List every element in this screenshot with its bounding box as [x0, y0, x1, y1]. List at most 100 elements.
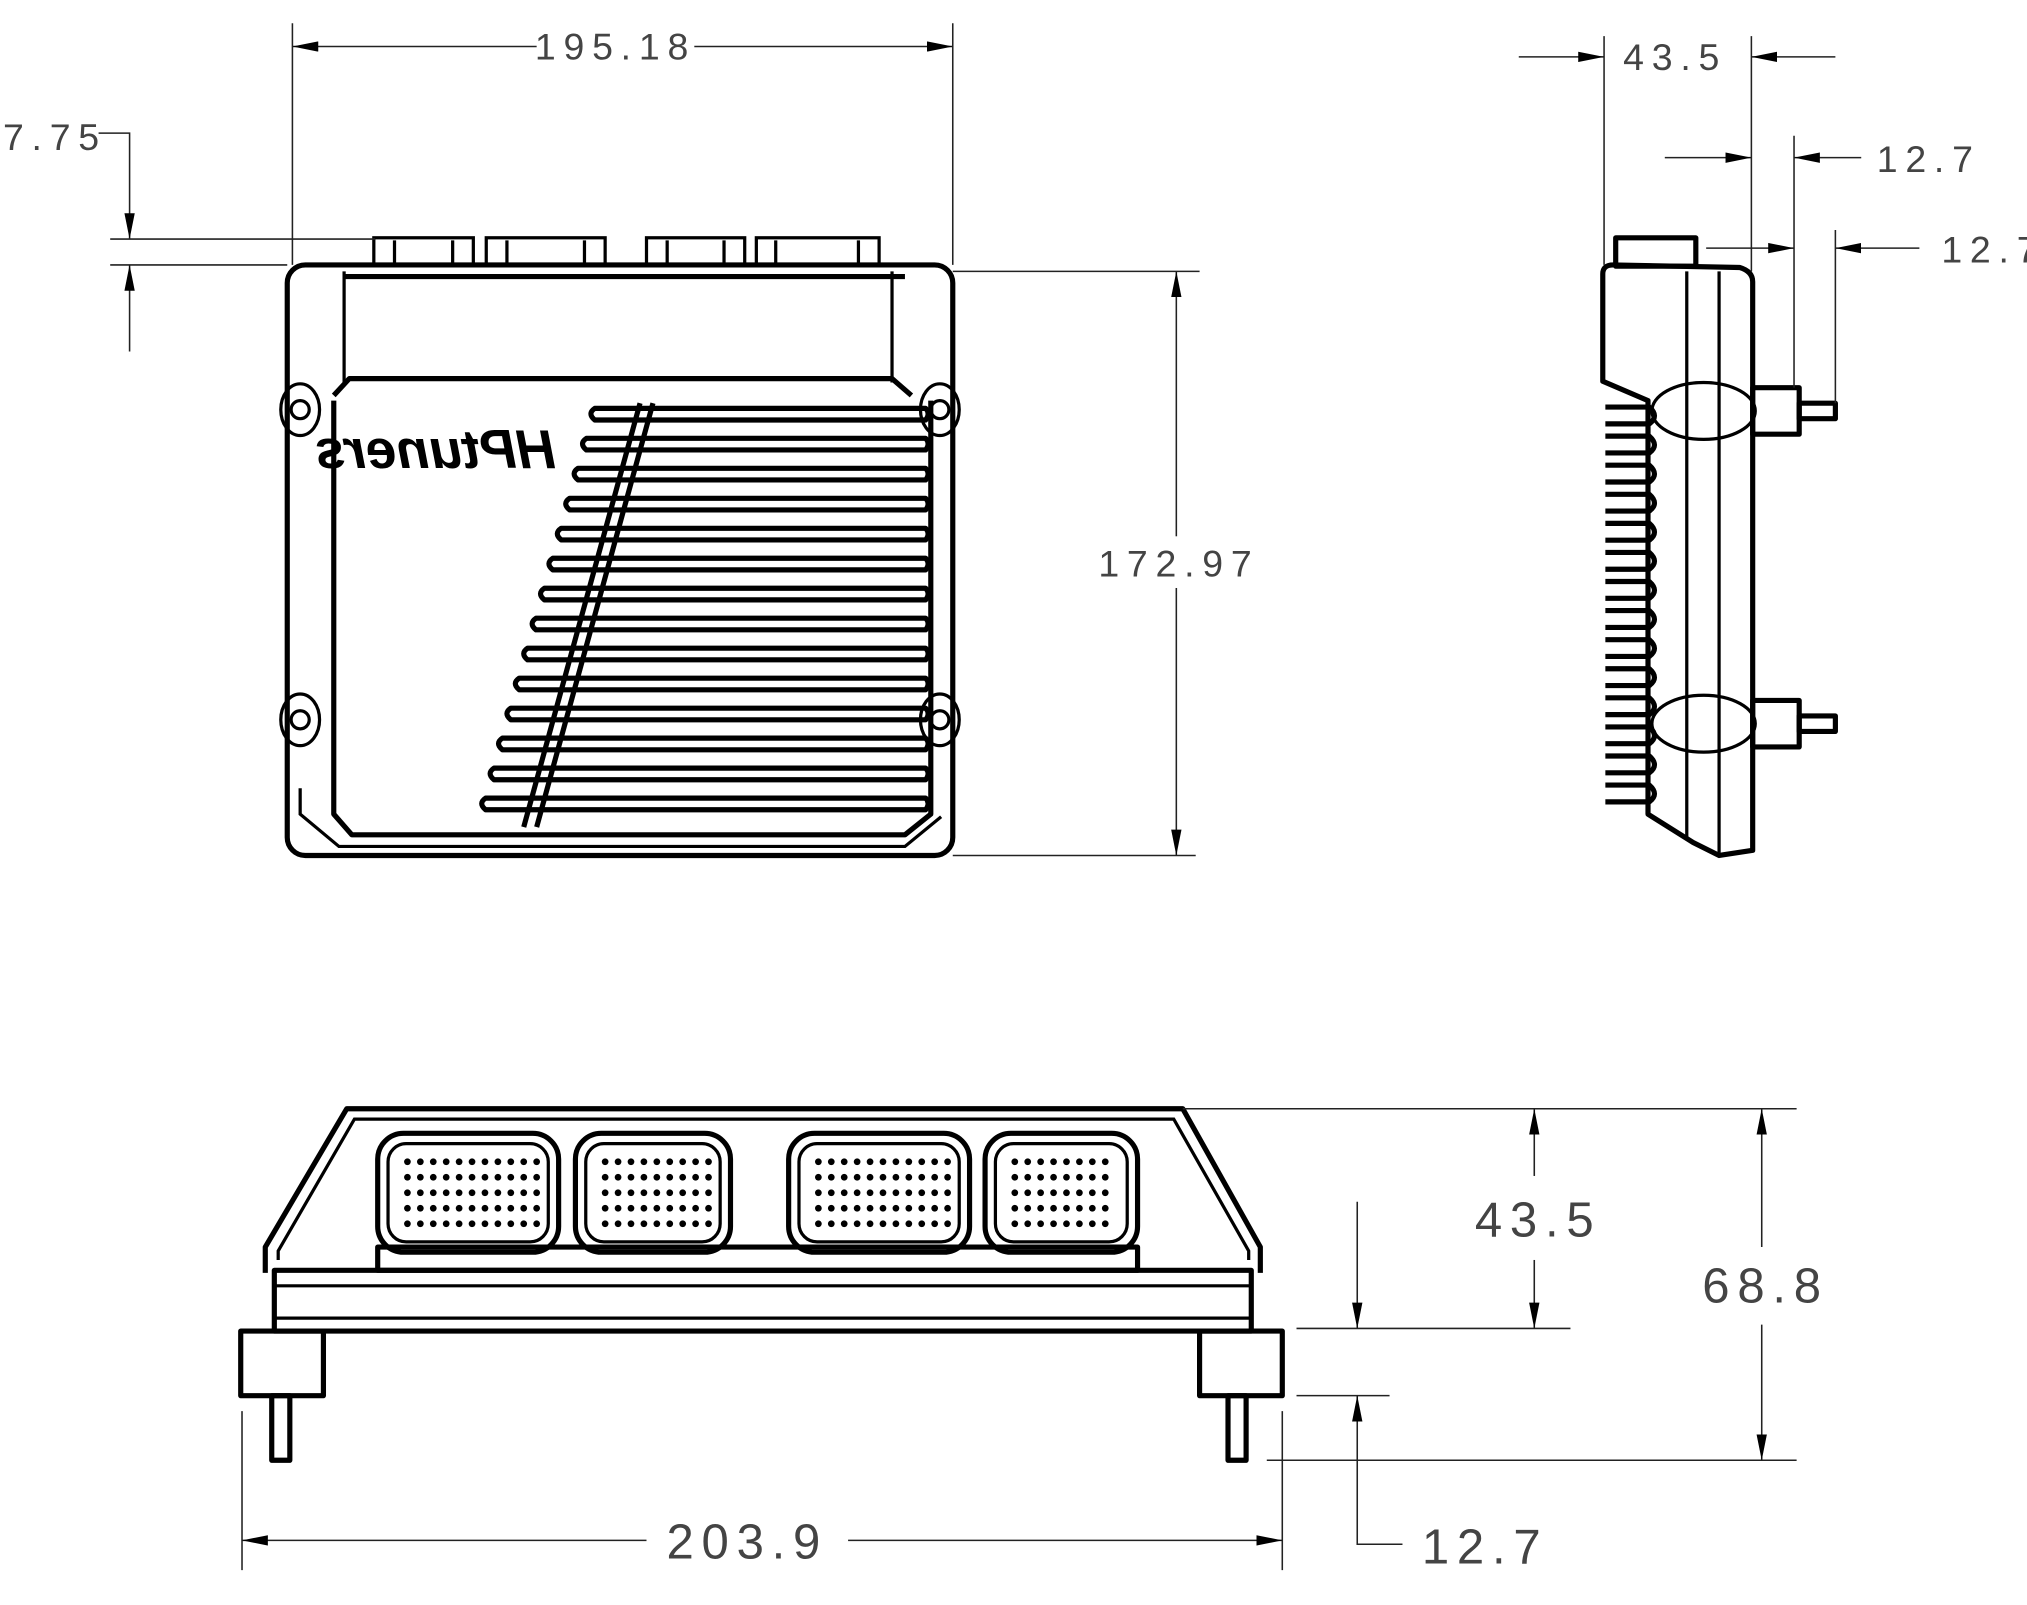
connector-pin: [1037, 1204, 1044, 1212]
bottom-width-dimension: 203.9: [241, 1411, 1284, 1571]
connector-pin: [429, 1173, 437, 1181]
connector-pin: [455, 1220, 463, 1228]
connector-pin: [640, 1158, 648, 1166]
cooling-fins: [479, 405, 931, 813]
connector-pin: [1101, 1220, 1109, 1228]
connector-pin: [1050, 1189, 1057, 1197]
connector-face: [572, 1130, 734, 1255]
cooling-fins: [1605, 404, 1658, 805]
connector-inner: [584, 1142, 722, 1244]
connector-pin: [853, 1189, 861, 1197]
dim-label: 12.7: [1877, 138, 1981, 180]
connector-pin: [614, 1158, 622, 1166]
connector-pin: [429, 1189, 437, 1197]
connector-pin: [705, 1204, 712, 1212]
connector-pin: [905, 1204, 913, 1212]
connector-pin: [601, 1220, 609, 1228]
connector-pin: [905, 1220, 913, 1228]
cooling-fin: [1605, 753, 1658, 776]
dim-label: 12.7: [1941, 228, 2027, 270]
connector-pin: [520, 1158, 528, 1166]
connector-pin: [679, 1204, 687, 1212]
connector-pin: [442, 1158, 450, 1166]
side-view: [1600, 235, 1838, 859]
connector-pin: [679, 1173, 687, 1181]
connector-pin: [1076, 1173, 1083, 1181]
connector-pin: [931, 1158, 939, 1166]
connector-pin: [494, 1173, 502, 1181]
connector-pin: [640, 1173, 648, 1181]
connector-pin: [429, 1204, 437, 1212]
connector-pin: [627, 1220, 635, 1228]
connector-pin: [892, 1189, 900, 1197]
connector-pin: [404, 1204, 411, 1212]
connector-pin: [533, 1220, 541, 1228]
connector-pin: [905, 1173, 913, 1181]
connector-pin: [853, 1173, 861, 1181]
connector-pin: [494, 1204, 502, 1212]
dim-label: 172.97: [1098, 542, 1259, 584]
connector-pin: [1088, 1204, 1096, 1212]
bottom-body-height-dimension: 43.5: [1182, 1107, 1797, 1330]
connector-pin: [1024, 1173, 1032, 1181]
connector-pin: [640, 1204, 648, 1212]
connector-pin: [1011, 1220, 1019, 1228]
connector-pin: [918, 1189, 926, 1197]
connector-pin: [905, 1189, 913, 1197]
svg-text:HPtuners: HPtuners: [315, 419, 556, 480]
stud: [1225, 1393, 1249, 1463]
connector-pin: [468, 1204, 476, 1212]
cooling-fin: [504, 705, 931, 723]
connector-pin: [666, 1189, 674, 1197]
connector-pin: [507, 1158, 515, 1166]
connector-pin: [520, 1189, 528, 1197]
connector-pin: [653, 1173, 661, 1181]
connector-pin: [627, 1173, 635, 1181]
cooling-fin: [1605, 404, 1658, 427]
connector-pin: [653, 1220, 661, 1228]
connector-height-dimension: 7.75: [3, 116, 376, 352]
connector-pin: [944, 1204, 951, 1212]
connector-inner: [993, 1142, 1129, 1244]
connector-pin: [614, 1220, 622, 1228]
connector-face: [375, 1130, 562, 1255]
connector-pin: [692, 1220, 699, 1228]
connector-faces: [375, 1130, 1141, 1255]
connector-pin: [614, 1204, 622, 1212]
connector-pin: [1050, 1158, 1057, 1166]
connector-pin: [614, 1189, 622, 1197]
connector-pin: [944, 1189, 951, 1197]
connector-pin: [1011, 1189, 1019, 1197]
connector-pin: [815, 1158, 822, 1166]
connector-pin: [853, 1204, 861, 1212]
screw-icon: [279, 692, 322, 748]
connector-pin: [481, 1220, 489, 1228]
connector-pin: [918, 1220, 926, 1228]
connector-pin: [455, 1158, 463, 1166]
connector-pin: [507, 1173, 515, 1181]
connector-pin: [815, 1189, 822, 1197]
connector-pin: [931, 1173, 939, 1181]
connector-pin: [627, 1158, 635, 1166]
connector-pin: [468, 1189, 476, 1197]
connector-pin: [879, 1204, 887, 1212]
stud: [269, 1393, 293, 1463]
connector-pin: [1076, 1189, 1083, 1197]
connector-pin: [892, 1220, 900, 1228]
connector-pin: [705, 1158, 712, 1166]
connector-pin: [520, 1220, 528, 1228]
connector-pin: [1088, 1158, 1096, 1166]
connector-pin: [931, 1220, 939, 1228]
connector-pin: [866, 1189, 874, 1197]
connector-pin: [827, 1220, 835, 1228]
connector-pin: [442, 1173, 450, 1181]
dim-label: 12.7: [1422, 1521, 1549, 1575]
connector-pin: [692, 1173, 699, 1181]
connector-pin: [1063, 1173, 1070, 1181]
cooling-fin: [554, 525, 931, 543]
cooling-fin: [571, 465, 931, 483]
cooling-fin: [537, 585, 931, 603]
cooling-fin: [495, 735, 931, 753]
connector-pin: [840, 1173, 848, 1181]
connector-pin: [815, 1220, 822, 1228]
